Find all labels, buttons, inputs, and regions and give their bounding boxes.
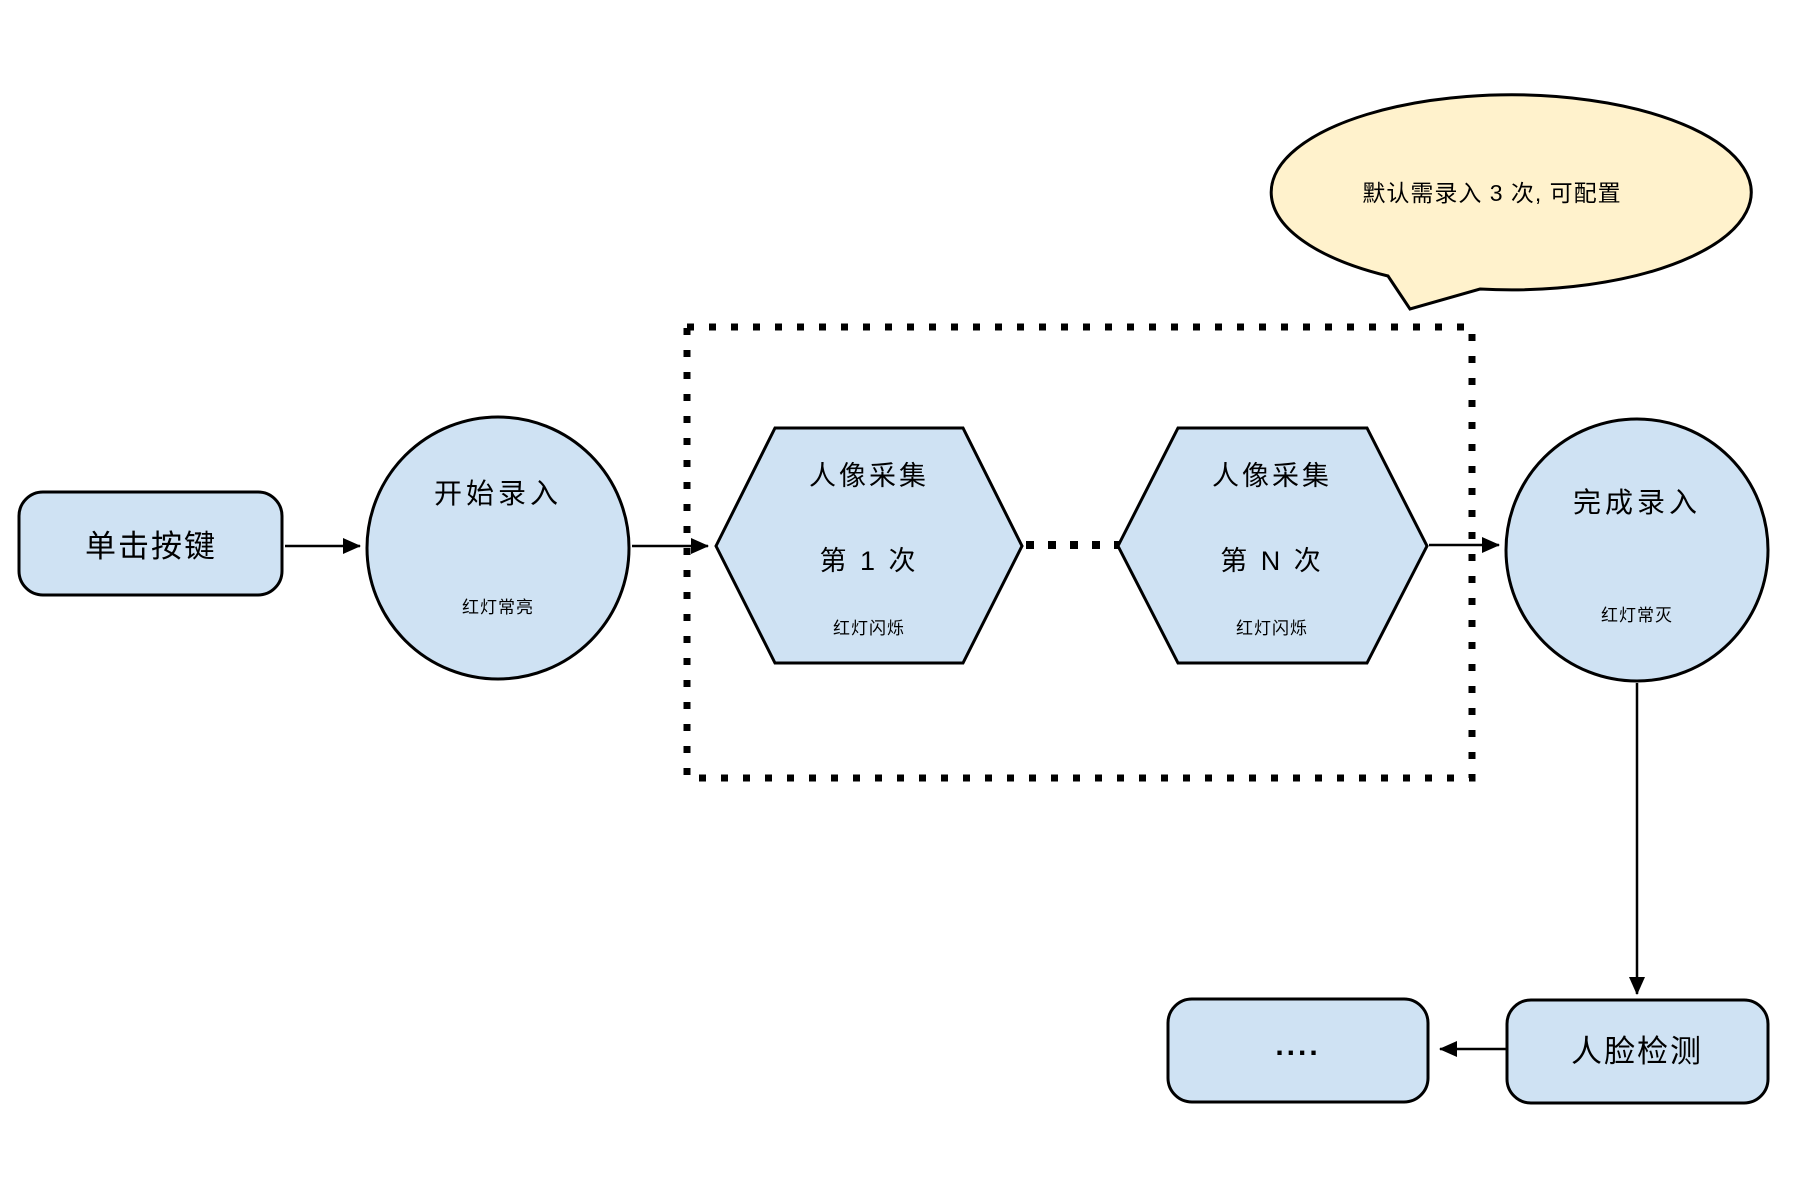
node-start-enroll: 开始录入 红灯常亮 <box>365 415 631 681</box>
start-enroll-status: 红灯常亮 <box>462 598 534 617</box>
node-finish-enroll: 完成录入 红灯常灭 <box>1504 417 1770 683</box>
capture-1-shape <box>714 426 1024 665</box>
capture-n-status: 红灯闪烁 <box>1236 619 1308 638</box>
capture-1-line1: 人像采集 <box>809 461 929 491</box>
capture-n-line2: 第 N 次 <box>1220 546 1324 576</box>
finish-enroll-status: 红灯常灭 <box>1601 606 1673 625</box>
callout-text: 默认需录入 3 次, 可配置 <box>1362 180 1621 206</box>
capture-group-dotted-box <box>683 323 1476 782</box>
capture-n-shape <box>1116 426 1429 665</box>
start-enroll-title: 开始录入 <box>434 478 562 509</box>
capture-n-line1: 人像采集 <box>1212 461 1332 491</box>
node-capture-1: 人像采集 第 1 次 红灯闪烁 <box>714 426 1024 665</box>
face-detect-shape <box>1505 998 1770 1105</box>
click-button-shape <box>17 490 284 597</box>
finish-enroll-shape <box>1504 417 1770 683</box>
node-capture-n: 人像采集 第 N 次 红灯闪烁 <box>1116 426 1429 665</box>
finish-enroll-title: 完成录入 <box>1573 487 1701 518</box>
face-detect-label: 人脸检测 <box>1571 1034 1703 1069</box>
node-face-detect: 人脸检测 <box>1505 998 1770 1105</box>
node-more: .... <box>1166 997 1430 1104</box>
node-click-button: 单击按键 <box>17 490 284 597</box>
click-button-label: 单击按键 <box>85 529 217 564</box>
start-enroll-shape <box>365 415 631 681</box>
capture-1-line2: 第 1 次 <box>819 546 918 576</box>
capture-1-status: 红灯闪烁 <box>833 619 905 638</box>
callout-bubble-shape <box>1269 93 1753 311</box>
callout-bubble: 默认需录入 3 次, 可配置 <box>1269 93 1753 311</box>
more-shape <box>1166 997 1430 1104</box>
more-label: .... <box>1275 1029 1320 1062</box>
